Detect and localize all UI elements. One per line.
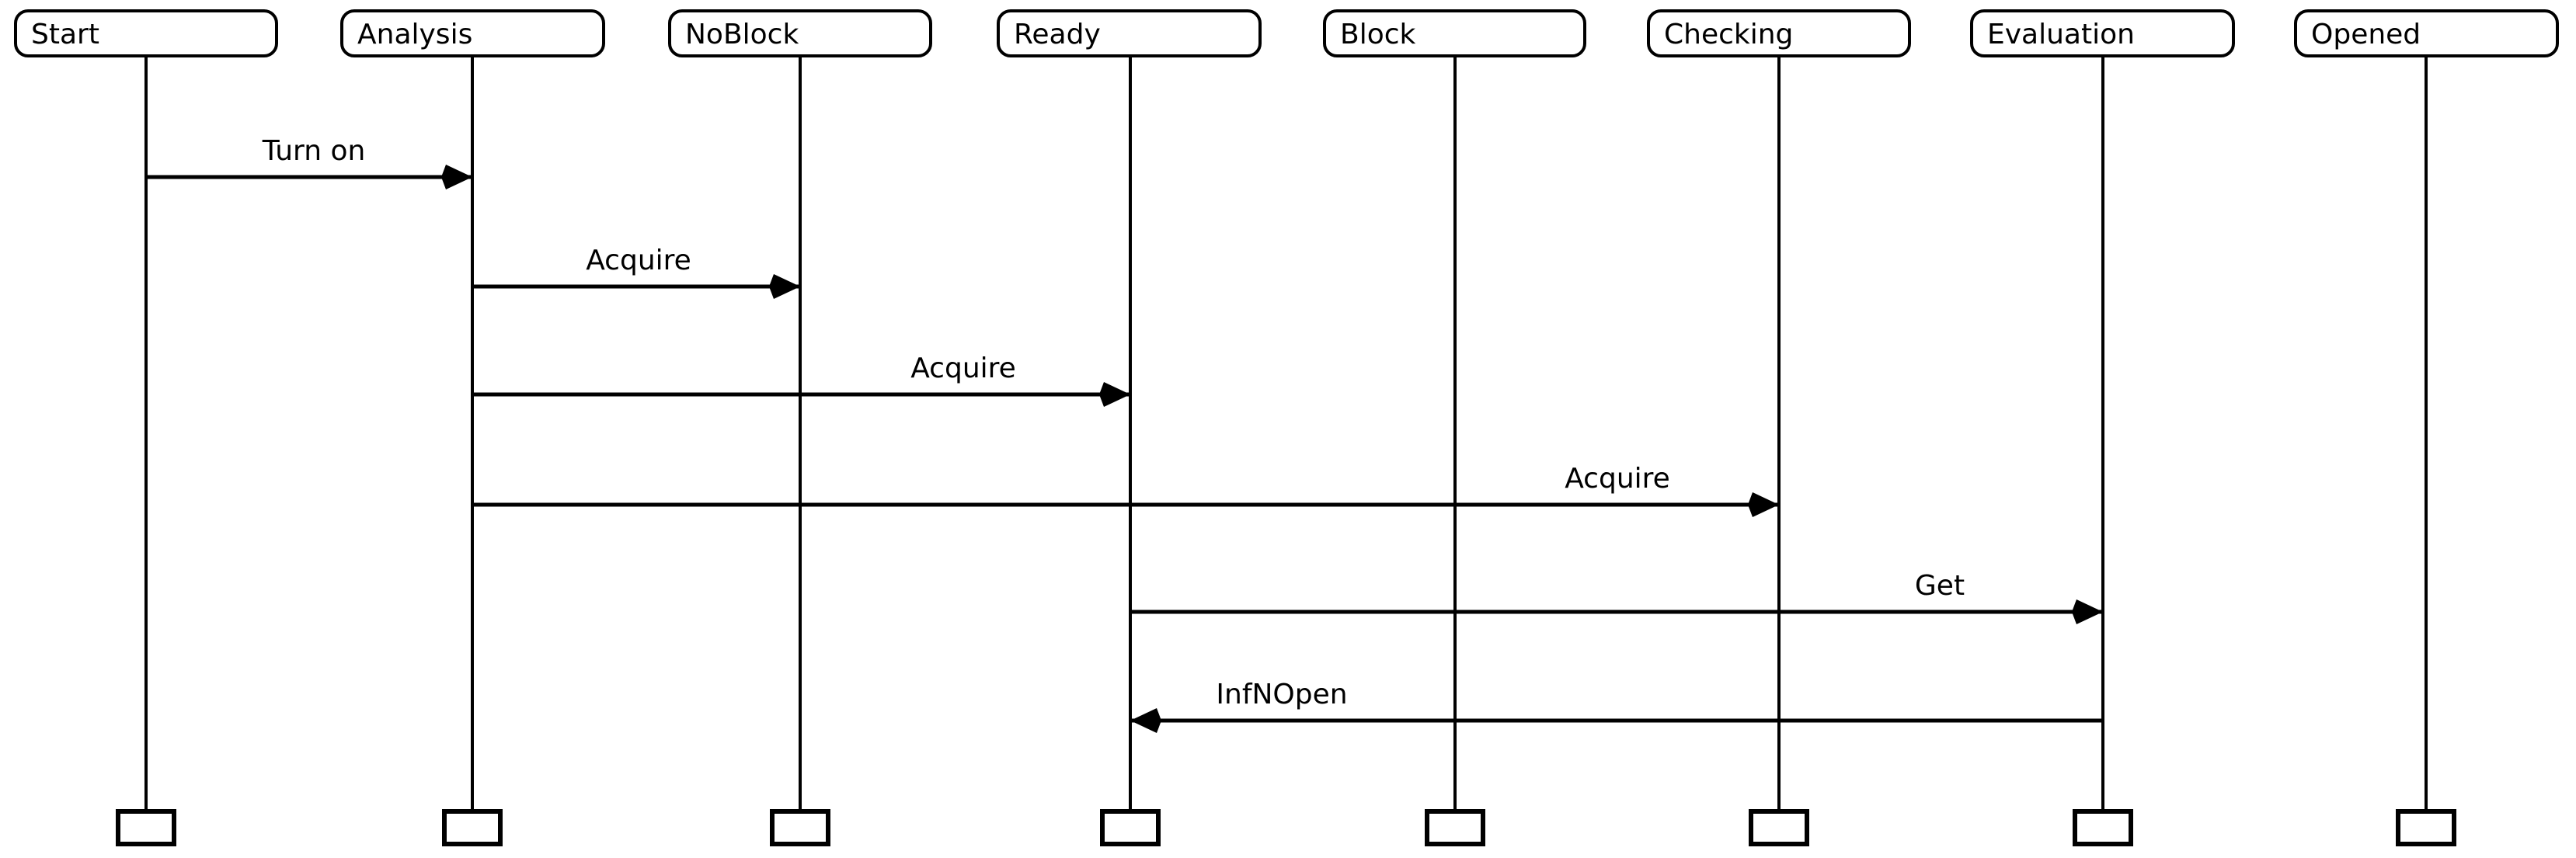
activation-bar-noblock[interactable] (770, 809, 830, 846)
message-m6[interactable]: InfNOpen (1130, 679, 2103, 733)
lifeline-label-evaluation: Evaluation (1987, 19, 2135, 50)
activation-bar-checking[interactable] (1749, 809, 1809, 846)
message-m2[interactable]: Acquire (472, 245, 800, 299)
lifeline-label-checking: Checking (1664, 19, 1793, 50)
lifeline-header-box-evaluation[interactable] (1970, 9, 2235, 57)
lifeline-label-opened: Opened (2311, 19, 2421, 50)
lifeline-label-noblock: NoBlock (685, 19, 799, 50)
lifeline-header-box-checking[interactable] (1647, 9, 1911, 57)
message-m3[interactable]: Acquire (472, 353, 1130, 407)
message-label-m1: Turn on (262, 135, 366, 167)
message-label-m5: Get (1915, 570, 1965, 602)
lifeline-header-box-block[interactable] (1323, 9, 1586, 57)
lifeline-label-analysis: Analysis (357, 19, 472, 50)
message-arrowhead-m1 (441, 165, 472, 189)
message-m5[interactable]: Get (1130, 570, 2103, 624)
lifeline-label-ready: Ready (1014, 19, 1101, 50)
message-label-m2: Acquire (586, 245, 691, 276)
activation-bar-block[interactable] (1425, 809, 1485, 846)
message-m1[interactable]: Turn on (146, 135, 472, 189)
message-arrowhead-m6 (1130, 708, 1161, 733)
lifeline-header-box-analysis[interactable] (340, 9, 605, 57)
lifeline-header-box-start[interactable] (14, 9, 278, 57)
message-label-m4: Acquire (1565, 463, 1670, 495)
activation-bar-analysis[interactable] (442, 809, 503, 846)
lifeline-label-start: Start (31, 19, 99, 50)
message-arrowhead-m5 (2072, 599, 2103, 624)
lifeline-label-block: Block (1340, 19, 1416, 50)
message-arrowhead-m3 (1099, 382, 1130, 407)
activation-bar-opened[interactable] (2396, 809, 2456, 846)
lifeline-headers-group: Start Analysis NoBlock Ready Block Checking Ev… (14, 9, 2559, 57)
activation-bar-start[interactable] (116, 809, 176, 846)
activation-bar-evaluation[interactable] (2073, 809, 2133, 846)
message-m4[interactable]: Acquire (472, 463, 1779, 517)
message-label-m3: Acquire (910, 353, 1016, 384)
activation-bars-group (116, 809, 2456, 846)
message-arrowhead-m2 (769, 274, 800, 299)
lifeline-header-box-ready[interactable] (997, 9, 1262, 57)
lifeline-stems-group (144, 56, 2428, 813)
lifeline-header-box-opened[interactable] (2294, 9, 2559, 57)
activation-bar-ready[interactable] (1100, 809, 1161, 846)
lifeline-header-box-noblock[interactable] (668, 9, 932, 57)
message-arrowhead-m4 (1748, 492, 1779, 517)
message-label-m6: InfNOpen (1216, 679, 1347, 710)
